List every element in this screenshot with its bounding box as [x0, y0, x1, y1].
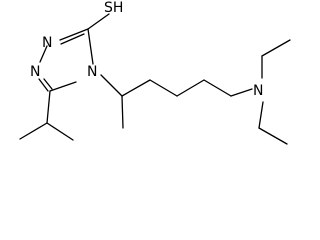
atom-label-n4: N — [87, 64, 97, 80]
bond-c3-n2 — [59, 28, 89, 41]
structure-canvas: SH N N N N — [19, 0, 291, 145]
bond-n1-c5-double — [43, 78, 53, 90]
bond-n4-c3 — [87, 28, 94, 65]
atom-label-sh: SH — [104, 0, 123, 16]
structure-diagram: SH N N N N — [19, 0, 291, 145]
bond-c4-c5 — [203, 79, 232, 97]
bond-ethyl1-ch3 — [261, 39, 291, 57]
bond-c3-s — [87, 13, 110, 30]
bond-c3-c4 — [176, 79, 205, 97]
bond-c1-methyl — [121, 95, 124, 129]
bond-n2-n1 — [39, 45, 48, 63]
bond-namine-ethyl2-ch2 — [258, 101, 264, 129]
atom-label-n1: N — [30, 64, 40, 80]
bond-c2-c3 — [149, 79, 178, 97]
atom-label-amine-n: N — [253, 83, 263, 99]
bond-n1-c5 — [38, 78, 49, 92]
bond-ch-me1 — [19, 122, 48, 140]
bond-c3-n2-double — [60, 33, 85, 45]
bond-c5-n4 — [49, 81, 77, 92]
bond-ch-me2 — [46, 122, 74, 141]
bond-ethyl2-ch3 — [258, 127, 288, 145]
atom-label-n2: N — [42, 35, 52, 51]
bond-c1-c2 — [121, 79, 151, 97]
bond-n4-c1 — [100, 74, 123, 97]
bond-c5-namine — [230, 88, 253, 97]
bond-c5-ch — [46, 90, 51, 124]
